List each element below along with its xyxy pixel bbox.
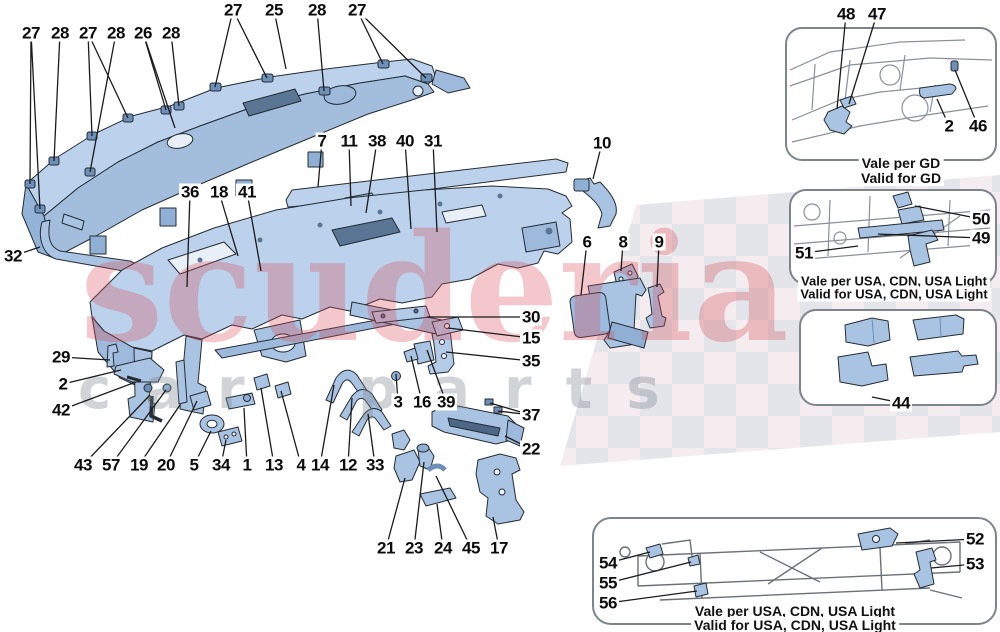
callout-45[interactable]: 45 xyxy=(460,538,482,558)
callout-14[interactable]: 14 xyxy=(309,455,331,475)
callout-10[interactable]: 10 xyxy=(591,133,613,153)
callout-6[interactable]: 6 xyxy=(580,232,594,252)
callout-35[interactable]: 35 xyxy=(520,351,542,371)
callout-28[interactable]: 28 xyxy=(105,23,127,43)
callout-29[interactable]: 29 xyxy=(50,347,72,367)
callout-3[interactable]: 3 xyxy=(391,392,405,412)
callout-27[interactable]: 27 xyxy=(222,0,244,20)
callout-44[interactable]: 44 xyxy=(890,393,912,413)
callout-19[interactable]: 19 xyxy=(128,455,150,475)
callout-28[interactable]: 28 xyxy=(49,23,71,43)
callout-37[interactable]: 37 xyxy=(520,405,542,425)
callout-41[interactable]: 41 xyxy=(236,182,258,202)
callout-36[interactable]: 36 xyxy=(179,182,201,202)
callout-56[interactable]: 56 xyxy=(597,593,619,613)
callout-4[interactable]: 4 xyxy=(294,455,308,475)
callout-27[interactable]: 27 xyxy=(20,23,42,43)
callout-49[interactable]: 49 xyxy=(970,228,992,248)
callout-24[interactable]: 24 xyxy=(432,538,454,558)
callout-21[interactable]: 21 xyxy=(375,538,397,558)
callout-13[interactable]: 13 xyxy=(263,455,285,475)
callout-25[interactable]: 25 xyxy=(263,0,285,20)
callout-2[interactable]: 2 xyxy=(56,374,70,394)
callout-2[interactable]: 2 xyxy=(942,116,956,136)
callout-12[interactable]: 12 xyxy=(337,455,359,475)
callout-26[interactable]: 26 xyxy=(132,23,154,43)
callout-53[interactable]: 53 xyxy=(964,554,986,574)
callout-15[interactable]: 15 xyxy=(520,328,542,348)
callout-55[interactable]: 55 xyxy=(597,573,619,593)
callout-47[interactable]: 47 xyxy=(866,4,888,24)
callout-18[interactable]: 18 xyxy=(208,182,230,202)
callout-16[interactable]: 16 xyxy=(411,392,433,412)
callout-28[interactable]: 28 xyxy=(306,0,328,20)
callout-48[interactable]: 48 xyxy=(835,4,857,24)
callout-30[interactable]: 30 xyxy=(520,307,542,327)
callout-17[interactable]: 17 xyxy=(488,538,510,558)
callout-27[interactable]: 27 xyxy=(77,23,99,43)
callout-5[interactable]: 5 xyxy=(187,455,201,475)
callout-57[interactable]: 57 xyxy=(100,455,122,475)
callout-40[interactable]: 40 xyxy=(394,131,416,151)
callout-27[interactable]: 27 xyxy=(346,0,368,20)
callout-46[interactable]: 46 xyxy=(967,116,989,136)
callout-32[interactable]: 32 xyxy=(2,246,24,266)
inset-box-foam-pads xyxy=(799,309,997,406)
callout-8[interactable]: 8 xyxy=(616,232,630,252)
callout-33[interactable]: 33 xyxy=(364,455,386,475)
callout-50[interactable]: 50 xyxy=(970,209,992,229)
callout-31[interactable]: 31 xyxy=(422,131,444,151)
callout-23[interactable]: 23 xyxy=(403,538,425,558)
callout-43[interactable]: 43 xyxy=(72,455,94,475)
callout-39[interactable]: 39 xyxy=(435,392,457,412)
callout-52[interactable]: 52 xyxy=(964,529,986,549)
callout-22[interactable]: 22 xyxy=(520,439,542,459)
callout-11[interactable]: 11 xyxy=(338,131,360,151)
callout-38[interactable]: 38 xyxy=(366,131,388,151)
callout-28[interactable]: 28 xyxy=(160,23,182,43)
callout-7[interactable]: 7 xyxy=(315,131,329,151)
callout-34[interactable]: 34 xyxy=(210,455,232,475)
callout-20[interactable]: 20 xyxy=(155,455,177,475)
bracket-and-module-parts xyxy=(569,177,667,349)
callout-1[interactable]: 1 xyxy=(240,455,254,475)
callout-51[interactable]: 51 xyxy=(793,243,815,263)
callout-42[interactable]: 42 xyxy=(50,400,72,420)
callout-9[interactable]: 9 xyxy=(652,232,666,252)
callout-54[interactable]: 54 xyxy=(597,553,619,573)
